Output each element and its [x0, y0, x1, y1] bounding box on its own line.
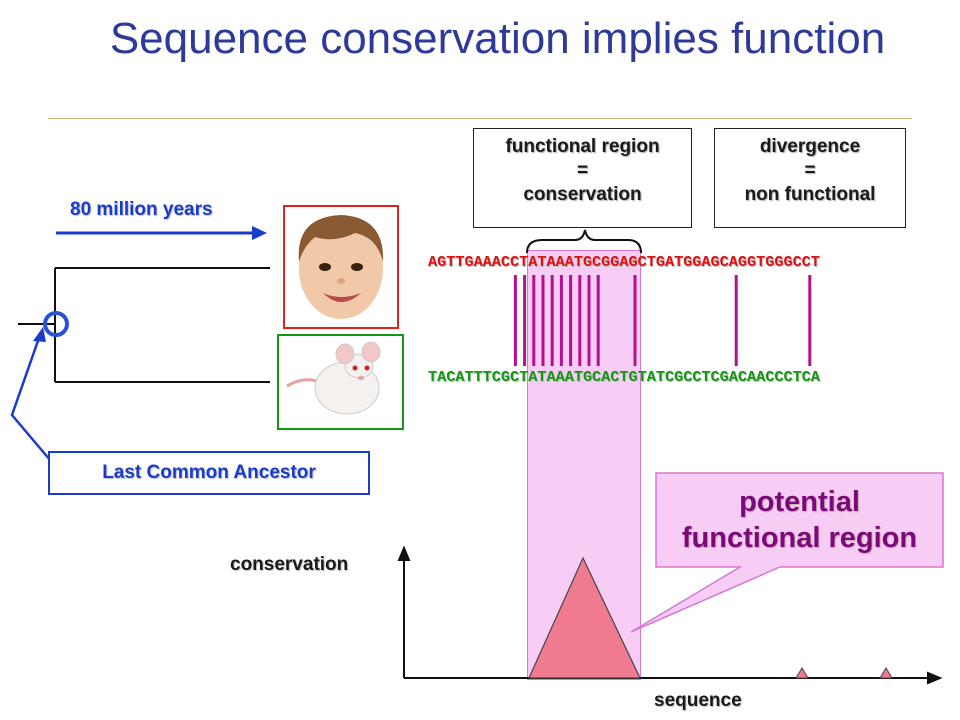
child-face-image: [298, 215, 384, 319]
time-arrow-icon: [56, 226, 267, 240]
functional-region-box: functional region = conservation: [473, 128, 692, 228]
x-axis-label: sequence: [654, 690, 742, 711]
callout-bubble: [630, 472, 944, 633]
mouse-sequence-right: ACTGTATCGCCTCGACAACCCTCA: [601, 368, 820, 386]
human-sequence-right: GGAGCTGATGGAGCAGGTGGGCCT: [601, 253, 820, 271]
callout-line2: functional region: [681, 522, 918, 554]
mouse-sequence-left: TACATTTCG: [428, 368, 511, 386]
time-span-label: 80 million years: [70, 199, 213, 220]
functional-box-line3: conservation: [523, 184, 642, 205]
mouse-image-frame: [277, 334, 404, 430]
divergence-box-line1: divergence: [759, 136, 861, 157]
human-sequence: AGTTGAAACCTATAAATGCGGAGCTGATGGAGCAGGTGGG…: [428, 253, 820, 271]
conservation-peak-small-1: [795, 667, 809, 679]
plot-axes: [397, 545, 943, 685]
mouse-sequence: TACATTTCGCTATAAATGCACTGTATCGCCTCGACAACCC…: [428, 368, 820, 386]
match-lines: [513, 275, 812, 366]
mouse-sequence-conserved: CTATAAATGC: [510, 368, 602, 386]
functional-box-line2: =: [576, 160, 589, 181]
title-divider: [48, 118, 912, 119]
human-image-frame: [283, 205, 399, 329]
y-axis-label: conservation: [230, 554, 349, 575]
ancestor-node-icon: [43, 311, 69, 337]
conservation-peak-small-2: [879, 667, 893, 679]
human-sequence-conserved: CTATAAATGC: [510, 253, 602, 271]
human-sequence-left: AGTTGAAAC: [428, 253, 511, 271]
functional-box-line1: functional region: [505, 136, 660, 157]
callout-text: potential functional region: [656, 484, 943, 556]
divergence-box: divergence = non functional: [714, 128, 906, 228]
divergence-box-line3: non functional: [744, 184, 876, 205]
divergence-box-line2: =: [804, 160, 816, 181]
mouse-image: [286, 341, 381, 415]
conservation-peak-main: [528, 556, 641, 679]
phylogenetic-tree: [18, 267, 270, 383]
callout-line1: potential: [739, 486, 860, 518]
curly-brace-icon: [526, 229, 642, 254]
ancestor-label: Last Common Ancestor: [102, 462, 316, 483]
ancestor-pointer-icon: [10, 327, 51, 461]
page-title: Sequence conservation implies function: [109, 14, 886, 63]
ancestor-label-box: Last Common Ancestor: [48, 451, 370, 495]
